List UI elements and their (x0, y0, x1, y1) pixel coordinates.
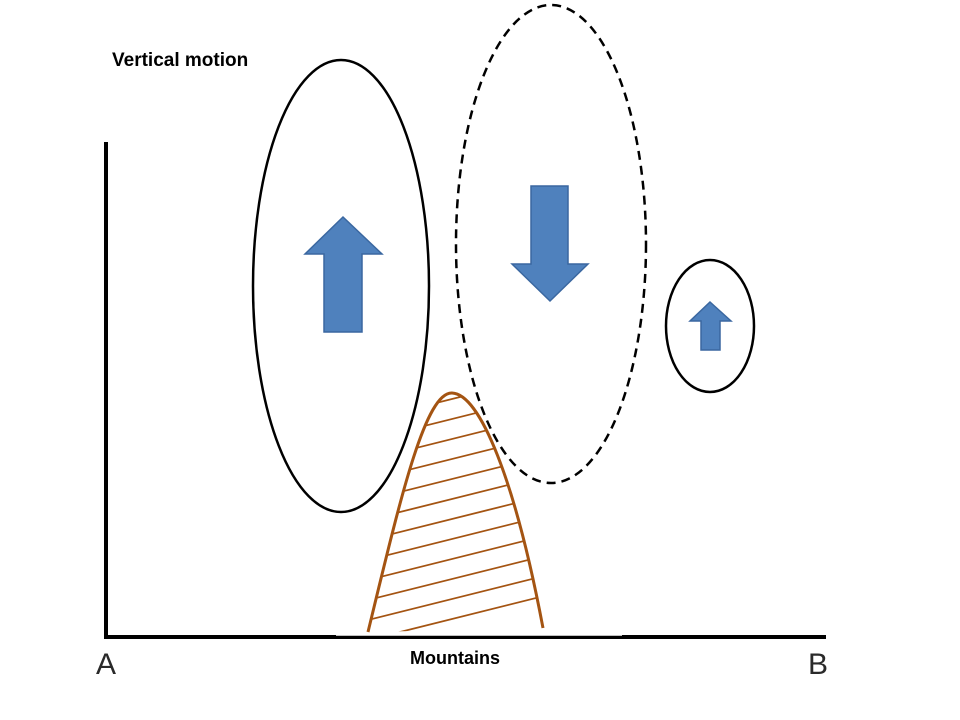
endpoint-a-label: A (96, 648, 117, 681)
downdraft-cell-outline (454, 3, 648, 485)
mountain (366, 391, 545, 633)
updraft-cell-small-outline (664, 258, 756, 394)
downdraft-cell (454, 3, 648, 485)
up-arrow-large-icon (303, 215, 384, 333)
endpoint-b-label: B (808, 648, 829, 681)
updraft-cell-large (251, 58, 431, 514)
mountains-label: Mountains (410, 648, 500, 668)
mountain-outline (366, 391, 545, 633)
updraft-cell-small (664, 258, 756, 394)
down-arrow-icon (510, 185, 590, 303)
mountain-hatching (368, 392, 543, 632)
diagram-title: Vertical motion (112, 50, 249, 71)
updraft-cell-large-outline (251, 58, 431, 514)
up-arrow-small-icon (688, 300, 733, 351)
